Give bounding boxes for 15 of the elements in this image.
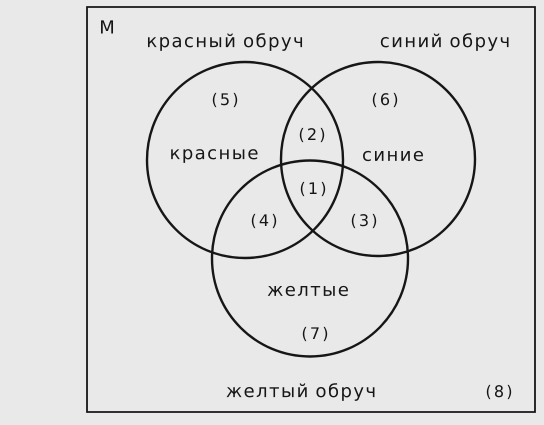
region-number: (5) <box>212 92 238 108</box>
region-number: (7) <box>302 326 328 342</box>
hoop-label: красный обруч <box>148 33 302 51</box>
region-number: (2) <box>300 128 324 142</box>
region-label: красные <box>171 149 258 163</box>
region-number: (1) <box>300 182 326 196</box>
region-label: желтые <box>268 286 348 296</box>
region-number: (6) <box>372 92 398 108</box>
region-number: (3) <box>352 214 376 228</box>
region-number: (8) <box>486 384 512 400</box>
set-letter: M <box>101 20 113 34</box>
hoop-label: желтый обруч <box>226 383 374 401</box>
region-label: синие <box>363 150 423 162</box>
hoop-label: синий обруч <box>380 33 508 51</box>
region-number: (4) <box>252 214 276 228</box>
